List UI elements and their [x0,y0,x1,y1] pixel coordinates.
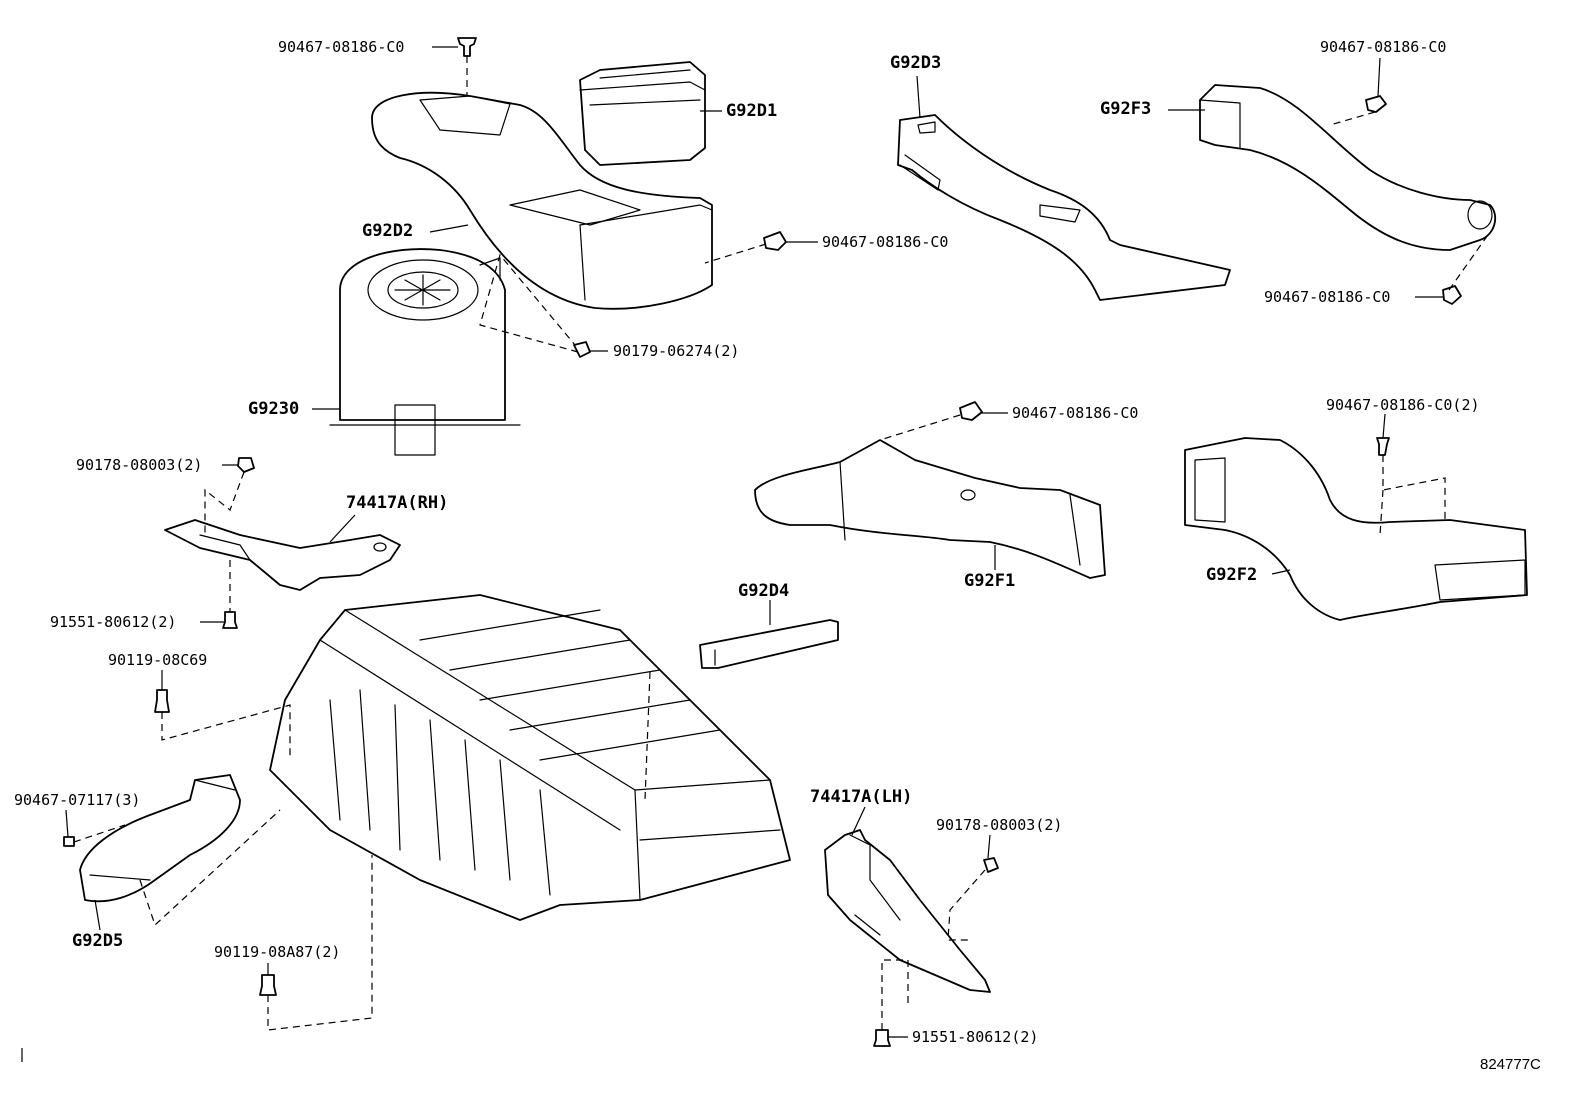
blower-g9230-shape [329,248,521,456]
label-90467-07117: 90467-07117(3) [14,791,141,809]
label-91551-80612-right: 91551-80612(2) [912,1028,1039,1046]
label-g92d5: G92D5 [72,931,124,951]
label-g9230: G9230 [248,399,300,419]
label-90467-08186-c0-top: 90467-08186-C0 [278,38,405,56]
label-90119-08c69: 90119-08C69 [108,651,208,669]
label-74417a-rh: 74417A(RH) [346,493,449,513]
label-90179-06274: 90179-06274(2) [613,342,740,360]
label-g92f3: G92F3 [1100,99,1152,119]
label-90178-08003-left: 90178-08003(2) [76,456,203,474]
duct-g92f3-shape [1199,84,1497,251]
label-90467-08186-c0-right-lower: 90467-08186-C0 [1264,288,1391,306]
leader-lines [65,46,1443,1038]
duct-g92d4-shape [699,619,839,669]
label-g92d2: G92D2 [362,221,414,241]
duct-g92d2-shape [371,91,713,310]
duct-g92d5-shape [79,774,241,903]
label-90467-08186-c0-mid: 90467-08186-C0 [1012,404,1139,422]
duct-g92f2-shape [1184,437,1528,621]
label-90178-08003-right: 90178-08003(2) [936,816,1063,834]
label-90119-08a87: 90119-08A87(2) [214,943,341,961]
label-g92d3: G92D3 [890,53,942,73]
duct-g92d1-shape [579,61,706,166]
label-74417a-lh: 74417A(LH) [810,787,913,807]
dashed-assembly-lines [73,56,1491,1031]
battery-pack-shape [269,594,791,921]
duct-g92d3-shape [897,114,1231,301]
label-g92d1: G92D1 [726,101,778,121]
bracket-74417a-lh-shape [824,829,991,993]
label-g92f2: G92F2 [1206,565,1258,585]
label-g92d4: G92D4 [738,581,790,601]
label-91551-80612-left: 91551-80612(2) [50,613,177,631]
label-90467-08186-c0-duct: 90467-08186-C0 [822,233,949,251]
diagram-reference-number: 824777C [1480,1056,1541,1073]
label-90467-08186-c0-qty2: 90467-08186-C0(2) [1326,396,1480,414]
label-g92f1: G92F1 [964,571,1016,591]
duct-g92f1-shape [754,439,1106,579]
label-90467-08186-c0-top-right: 90467-08186-C0 [1320,38,1447,56]
bracket-74417a-rh-shape [164,519,401,591]
